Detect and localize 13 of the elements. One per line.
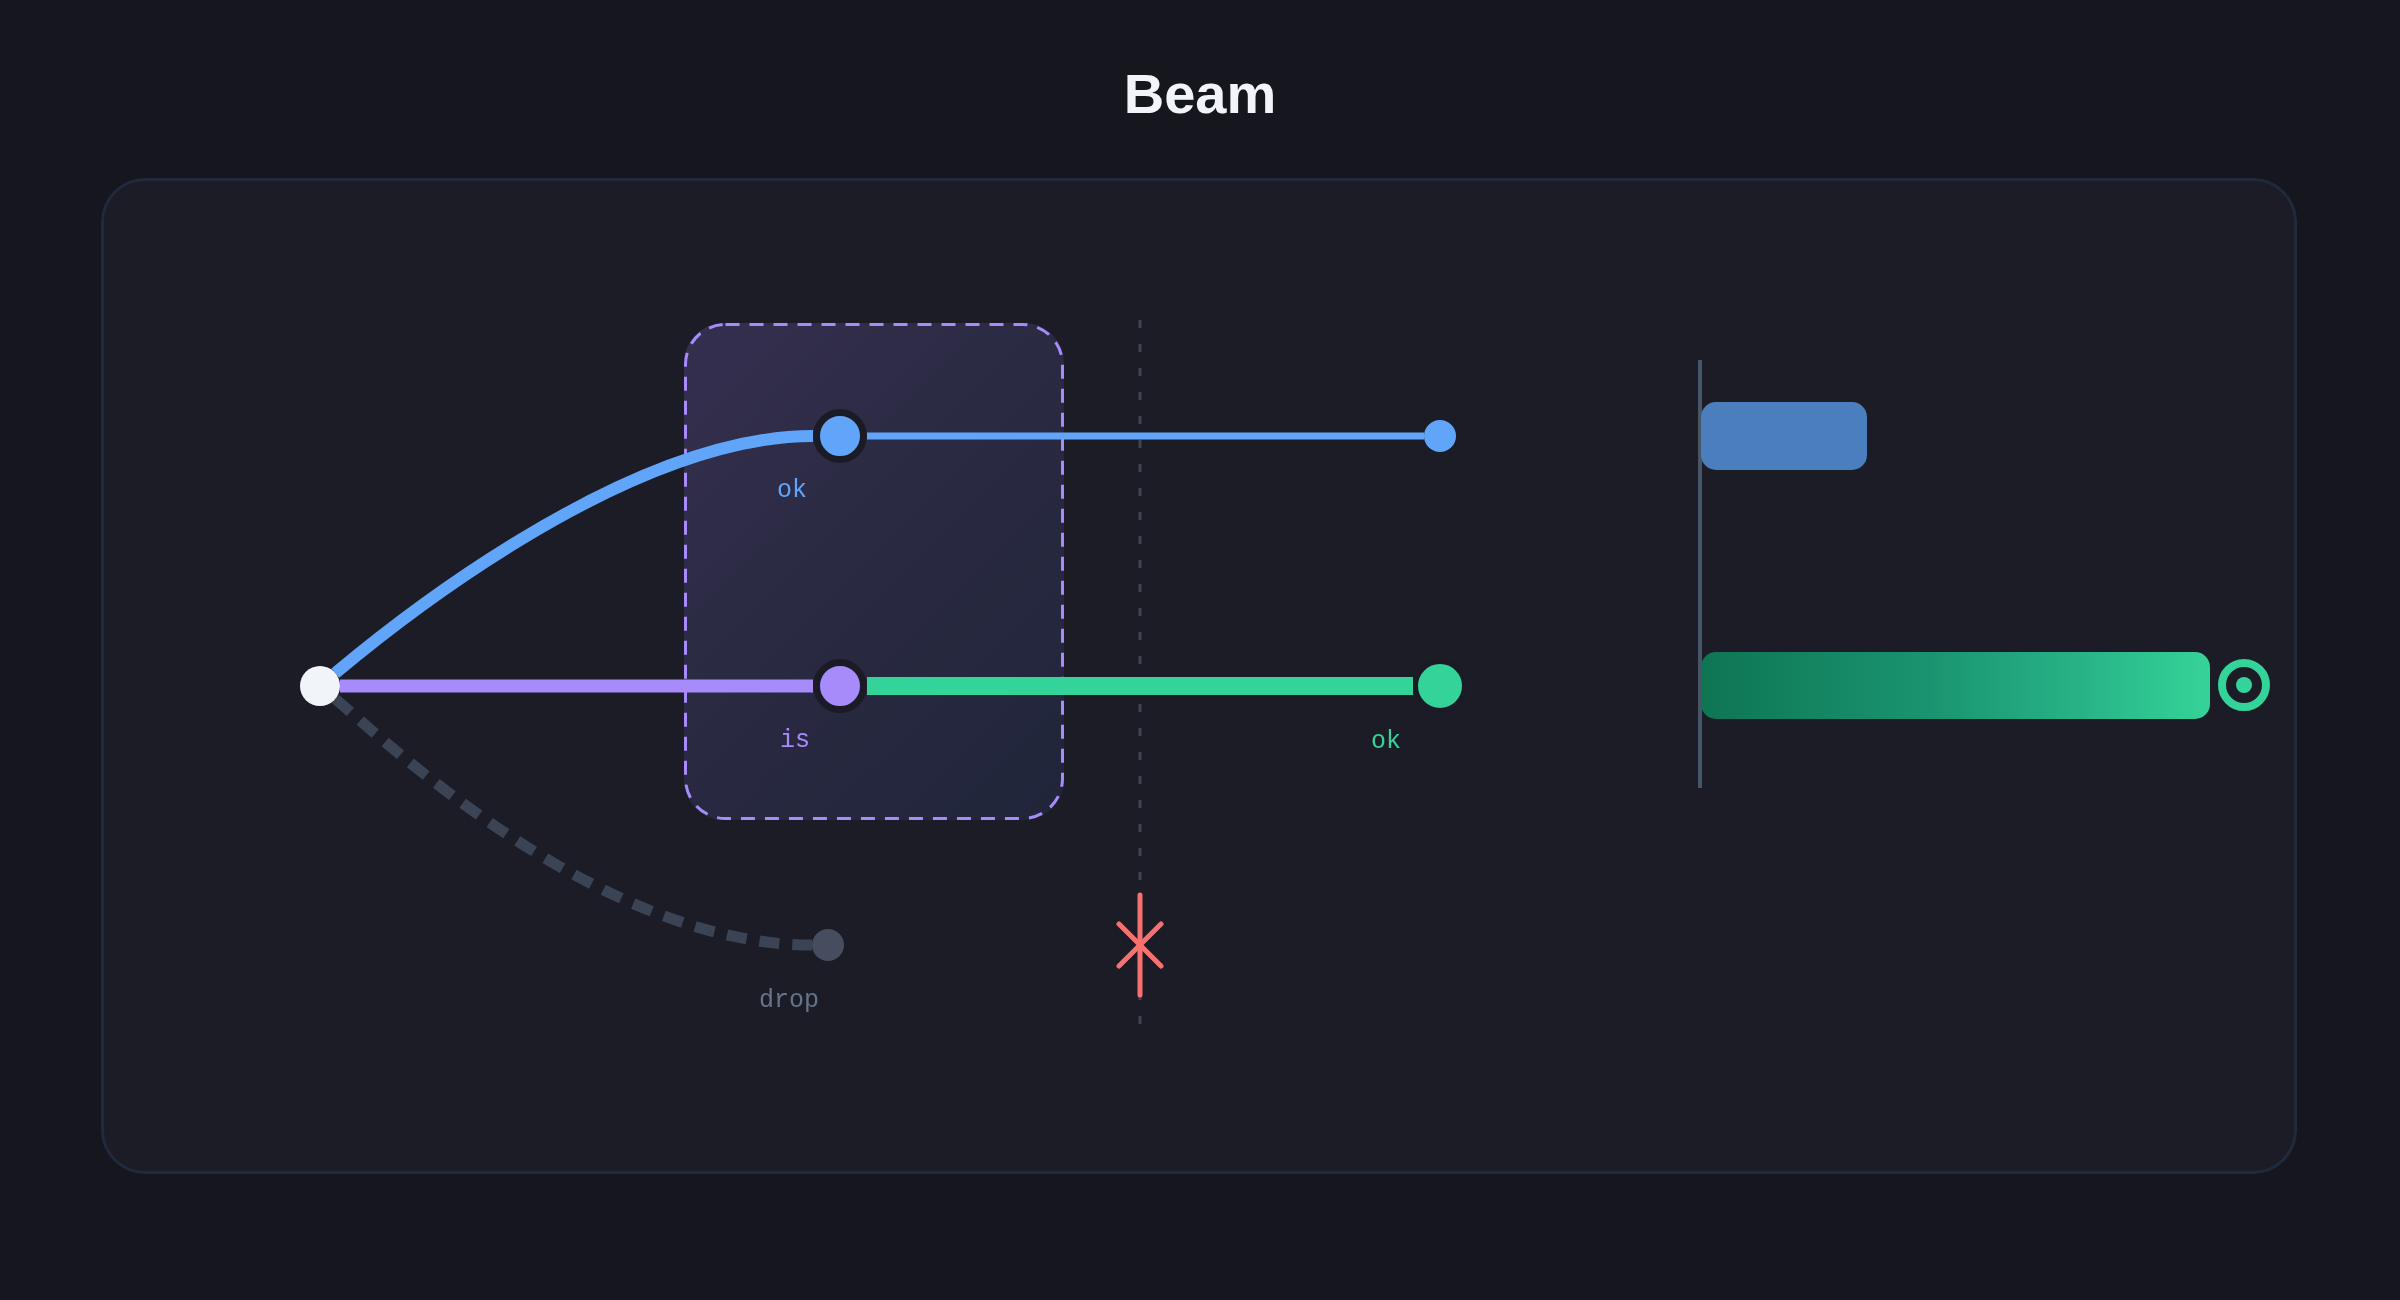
connector-line	[331, 430, 814, 678]
connector-line	[867, 677, 1413, 695]
dashed-group-box	[684, 323, 1064, 820]
connector-line	[867, 432, 1424, 440]
node-label: ok	[777, 477, 807, 505]
node-label: ok	[1371, 728, 1401, 756]
circle-node	[1424, 420, 1456, 452]
connector-line	[340, 679, 813, 693]
circle-node	[300, 666, 340, 706]
diagram-title: Beam	[1123, 62, 1277, 126]
node-label: drop	[759, 987, 819, 1015]
node-label: is	[780, 727, 810, 755]
dashed-connector-line	[331, 694, 813, 951]
